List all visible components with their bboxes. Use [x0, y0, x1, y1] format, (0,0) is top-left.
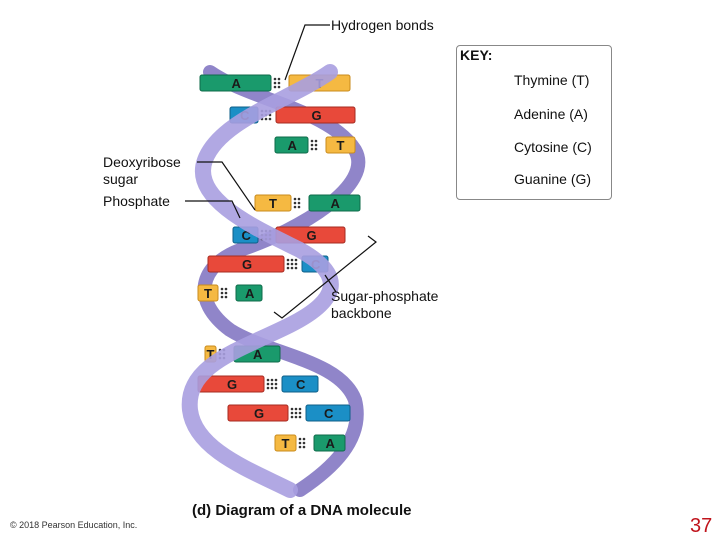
- base-left-letter: T: [282, 436, 290, 451]
- hydrogen-bond-dots: [298, 437, 306, 449]
- base-left-letter: G: [254, 406, 264, 421]
- key-label-cytosine: Cytosine (C): [514, 139, 592, 155]
- page-number: 37: [690, 515, 713, 537]
- base-right: [305, 404, 351, 422]
- base-right-letter: G: [307, 228, 317, 243]
- base-right: [308, 194, 361, 212]
- base-right: [235, 284, 263, 302]
- deoxyribose-leader: [197, 161, 256, 211]
- base-right: [281, 375, 319, 393]
- key-title: KEY:: [460, 47, 493, 63]
- hydrogen-bond-dots: [286, 258, 298, 270]
- hydrogen-bond-dots: [273, 77, 281, 89]
- base-left-letter: C: [242, 228, 252, 243]
- backbone-strand-back: [197, 65, 366, 497]
- base-right-letter: G: [312, 108, 322, 123]
- copyright-notice: © 2018 Pearson Education, Inc.: [10, 520, 138, 530]
- base-right-letter: C: [296, 377, 306, 392]
- base-left-letter: T: [207, 347, 215, 362]
- backbone-label-line1: Sugar-phosphate: [331, 288, 439, 304]
- base-left-letter: G: [242, 257, 252, 272]
- base-right-letter: T: [337, 138, 345, 153]
- hydrogen-bonds-leader: [284, 24, 330, 81]
- base-left: [254, 194, 292, 212]
- sugar-label: sugar: [103, 171, 139, 187]
- figure-caption: (d) Diagram of a DNA molecule: [192, 502, 412, 519]
- base-left: [207, 255, 285, 273]
- base-left-letter: G: [227, 377, 237, 392]
- base-right-letter: A: [326, 436, 336, 451]
- key-label-adenine: Adenine (A): [514, 106, 588, 122]
- base-right-letter: A: [331, 196, 341, 211]
- base-left: [227, 404, 289, 422]
- base-left: [274, 434, 297, 452]
- base-left-letter: A: [288, 138, 298, 153]
- base-left: [199, 74, 272, 92]
- base-left: [274, 136, 309, 154]
- key-label-guanine: Guanine (G): [514, 171, 592, 187]
- hydrogen-bond-dots: [290, 407, 302, 419]
- base-right: [325, 136, 356, 154]
- base-left-letter: T: [269, 196, 277, 211]
- backbone-label-line2: backbone: [331, 305, 392, 321]
- key-box: [456, 45, 612, 200]
- base-left-letter: A: [232, 76, 242, 91]
- phosphate-label: Phosphate: [103, 193, 170, 209]
- backbone-bracket: [273, 235, 377, 319]
- base-right-letter: A: [253, 347, 263, 362]
- base-right-letter: A: [245, 286, 255, 301]
- base-left: [197, 284, 219, 302]
- hydrogen-bond-dots: [220, 287, 228, 299]
- phosphate-leader: [185, 200, 241, 219]
- deoxyribose-label: Deoxyribose: [103, 154, 181, 170]
- base-right: [313, 434, 346, 452]
- hydrogen-bond-dots: [310, 139, 318, 151]
- base-right: [275, 106, 356, 124]
- key-label-thymine: Thymine (T): [514, 72, 590, 88]
- hydrogen-bond-dots: [293, 197, 301, 209]
- base-right-letter: C: [324, 406, 334, 421]
- hydrogen-bonds-label: Hydrogen bonds: [331, 17, 434, 33]
- base-left-letter: T: [204, 286, 212, 301]
- hydrogen-bond-dots: [266, 378, 278, 390]
- backbone-leader: [324, 274, 337, 293]
